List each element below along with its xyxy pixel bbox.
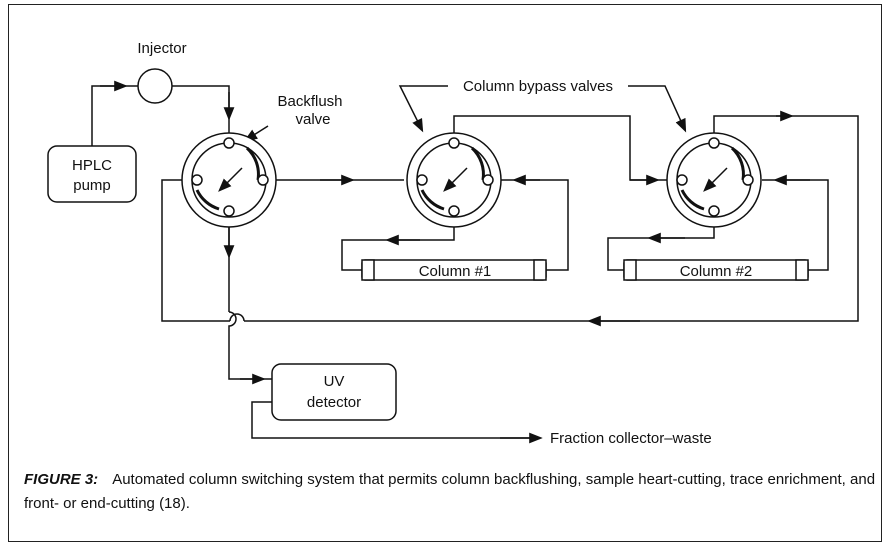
figure-caption: FIGURE 3:Automated column switching syst… <box>24 468 876 516</box>
column2-loop-line <box>607 208 715 271</box>
hplc-pump-label-2: pump <box>73 177 111 194</box>
valve-to-detector-line-2 <box>228 311 272 380</box>
column1-return-line <box>501 179 569 271</box>
return-to-backflush-line <box>244 115 859 322</box>
column-2 <box>623 259 809 281</box>
caption-label: FIGURE 3: <box>24 471 99 488</box>
bypass-pointer-right <box>628 85 687 133</box>
backflush-valve <box>181 132 277 228</box>
injector-label: Injector <box>137 40 186 57</box>
detector-to-collector-line <box>251 401 540 439</box>
hplc-pump-box <box>47 145 137 203</box>
bypass-valve-1 <box>406 132 502 228</box>
fraction-collector-label: Fraction collector–waste <box>550 430 712 447</box>
backflush-valve-label-1: Backflush <box>277 93 342 110</box>
backflush-valve-label-2: valve <box>295 111 330 128</box>
uv-detector-label-1: UV <box>324 373 345 390</box>
pump-to-injector-line <box>91 85 138 146</box>
injector-to-valve-line <box>172 85 230 142</box>
caption-text: Automated column switching system that p… <box>24 471 876 512</box>
bypass-pointer-left <box>398 85 448 133</box>
uv-detector-box <box>271 363 397 421</box>
figure-frame <box>8 4 882 542</box>
uv-detector-label-2: detector <box>307 394 361 411</box>
column-1 <box>361 259 547 281</box>
column1-loop-line <box>341 208 455 271</box>
return-to-backflush-line-2 <box>161 179 230 322</box>
bypass-valves-label: Column bypass valves <box>463 78 613 95</box>
column2-return-line <box>762 179 829 271</box>
hplc-pump-label-1: HPLC <box>72 157 112 174</box>
column-2-label: Column #2 <box>680 263 753 280</box>
injector-circle <box>137 68 173 104</box>
column-1-label: Column #1 <box>419 263 492 280</box>
return-to-backflush-hop <box>229 313 245 322</box>
bypass-valve-2 <box>666 132 762 228</box>
